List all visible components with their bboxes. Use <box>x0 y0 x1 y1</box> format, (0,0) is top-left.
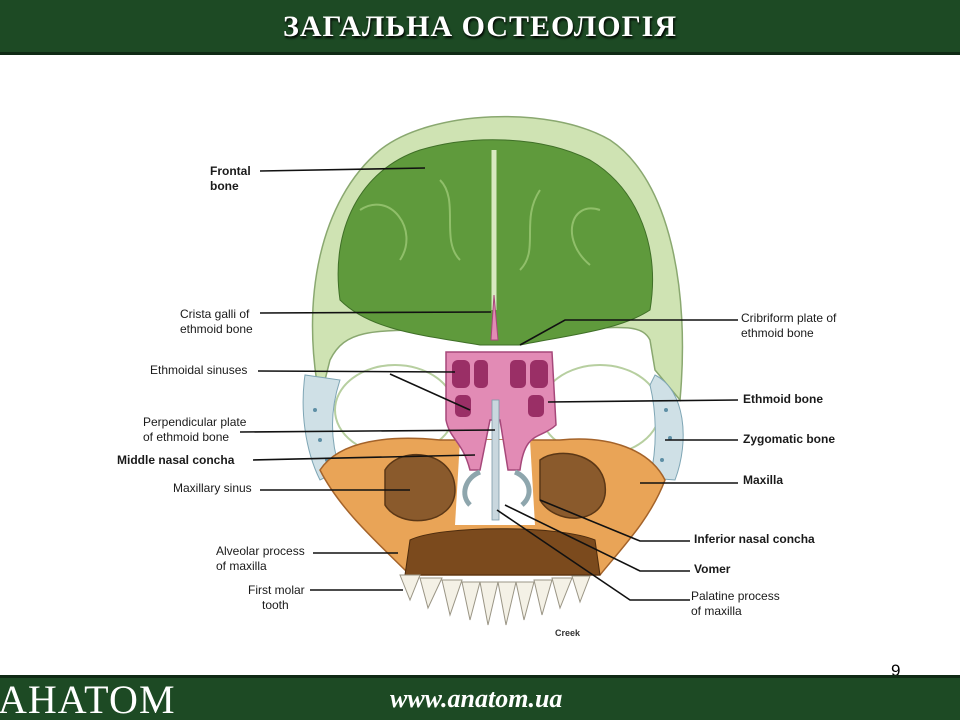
maxillary-sinus-right <box>539 452 606 519</box>
teeth-row <box>399 574 591 626</box>
crista-galli <box>490 294 499 341</box>
label-zygomatic-bone: Zygomatic bone <box>743 432 835 446</box>
title-banner: ЗАГАЛЬНА ОСТЕОЛОГІЯ <box>0 0 960 55</box>
perpendicular-plate <box>491 399 500 521</box>
footer-banner: АНАТОМ www.anatom.ua <box>0 675 960 722</box>
label-perpendicular-line1: Perpendicular plate <box>143 415 247 429</box>
label-alveolar-line2: of maxilla <box>216 559 267 573</box>
label-molar-line1: First molar <box>248 583 305 597</box>
label-middle-nasal-concha: Middle nasal concha <box>117 453 235 467</box>
anatom-logo: АНАТОМ <box>0 677 176 722</box>
label-cribriform-line2: ethmoid bone <box>741 326 814 340</box>
inferior-nasal-concha-left <box>462 469 482 507</box>
label-maxillary-sinus: Maxillary sinus <box>173 481 252 495</box>
palatine-process <box>404 528 601 576</box>
label-ethmoid-bone: Ethmoid bone <box>743 392 823 406</box>
label-cribriform-line1: Cribriform plate of <box>741 311 837 325</box>
ethmoid-bone <box>445 351 557 471</box>
label-vomer: Vomer <box>694 562 731 576</box>
label-crista-line2: ethmoid bone <box>180 322 253 336</box>
label-perpendicular-line2: of ethmoid bone <box>143 430 229 444</box>
label-molar-line2: tooth <box>262 598 289 612</box>
label-alveolar-line1: Alveolar process <box>216 544 305 558</box>
page-number: 9 <box>891 661 901 680</box>
label-palatine-line2: of maxilla <box>691 604 742 618</box>
label-frontal-line2: bone <box>210 179 239 193</box>
page-title: ЗАГАЛЬНА ОСТЕОЛОГІЯ <box>282 10 677 43</box>
artist-signature: Creek <box>555 628 581 638</box>
maxillary-sinus-left <box>384 453 456 522</box>
label-inferior-nasal-concha: Inferior nasal concha <box>694 532 815 546</box>
label-frontal-line1: Frontal <box>210 164 251 178</box>
inferior-nasal-concha-right <box>513 469 532 507</box>
label-palatine-line1: Palatine process <box>691 589 780 603</box>
website-link[interactable]: www.anatom.ua <box>390 684 563 713</box>
label-maxilla: Maxilla <box>743 473 783 487</box>
label-crista-line1: Crista galli of <box>180 307 250 321</box>
label-ethmoidal-sinuses: Ethmoidal sinuses <box>150 363 247 377</box>
